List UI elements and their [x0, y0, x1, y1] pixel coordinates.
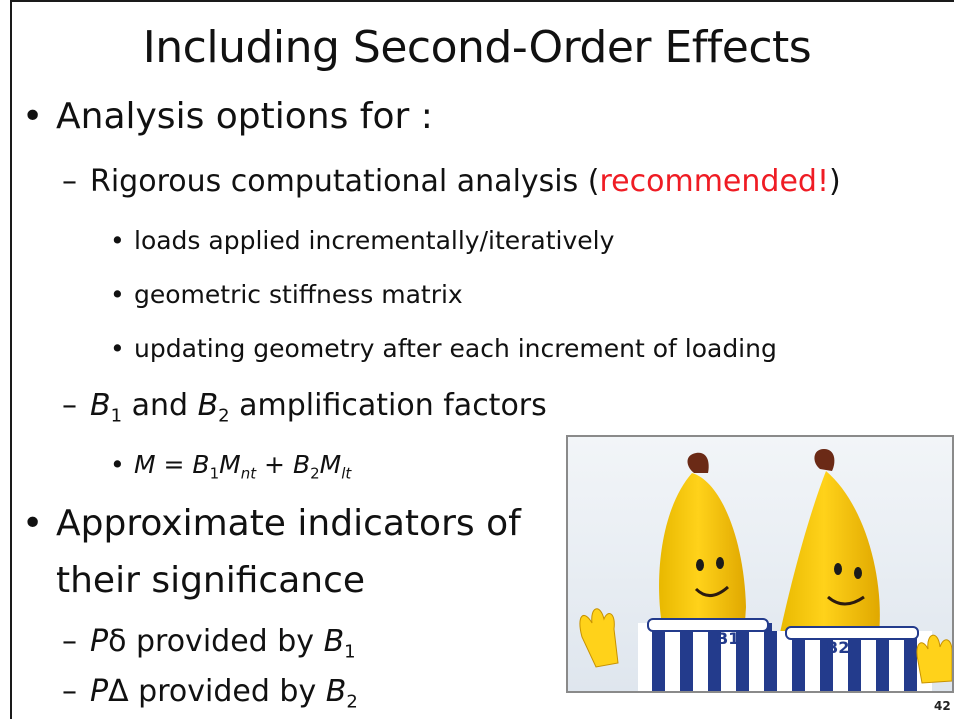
detail-loads: •loads applied incrementally/iteratively: [110, 226, 615, 255]
costume-label-b2: B2: [826, 638, 849, 657]
dash-marker: –: [62, 674, 77, 709]
formula-moment: •M = B1Mnt + B2Mlt: [110, 450, 352, 483]
bullet-approximate-indicators-cont: their significance: [56, 560, 366, 601]
bullet-approximate-indicators: •Approximate indicators of: [22, 503, 521, 544]
sub-bullet-amplification: –B1 and B2 amplification factors: [62, 388, 547, 427]
bullet-marker: •: [110, 334, 125, 363]
detail-updating-geometry: •updating geometry after each increment …: [110, 334, 777, 363]
bullet-marker: •: [22, 503, 44, 544]
dash-marker: –: [62, 164, 77, 199]
bullet-marker: •: [22, 96, 44, 137]
slide-title: Including Second-Order Effects: [142, 22, 812, 73]
page-number: 42: [934, 699, 951, 713]
bullet-marker: •: [110, 226, 125, 255]
recommended-text: recommended!: [599, 164, 829, 199]
sub-bullet-rigorous: –Rigorous computational analysis (recomm…: [62, 164, 841, 199]
dash-marker: –: [62, 388, 77, 423]
bullet-marker: •: [110, 280, 125, 309]
banana-characters-illustration: B1 B2: [568, 437, 952, 691]
bullet-analysis-options: •Analysis options for :: [22, 96, 433, 137]
costume-label-b1: B1: [716, 629, 739, 648]
slide-top-border: [10, 0, 954, 2]
sub-bullet-p-big-delta: –PΔ provided by B2: [62, 674, 358, 713]
banana-left: B1: [579, 452, 772, 691]
bananas-in-pyjamas-photo: B1 B2: [566, 435, 954, 693]
sub-bullet-p-small-delta: –Pδ provided by B1: [62, 624, 356, 663]
banana-right: B2: [772, 449, 952, 691]
dash-marker: –: [62, 624, 77, 659]
slide-left-border: [10, 0, 12, 719]
detail-geometric-stiffness: •geometric stiffness matrix: [110, 280, 463, 309]
bullet-marker: •: [110, 450, 125, 479]
